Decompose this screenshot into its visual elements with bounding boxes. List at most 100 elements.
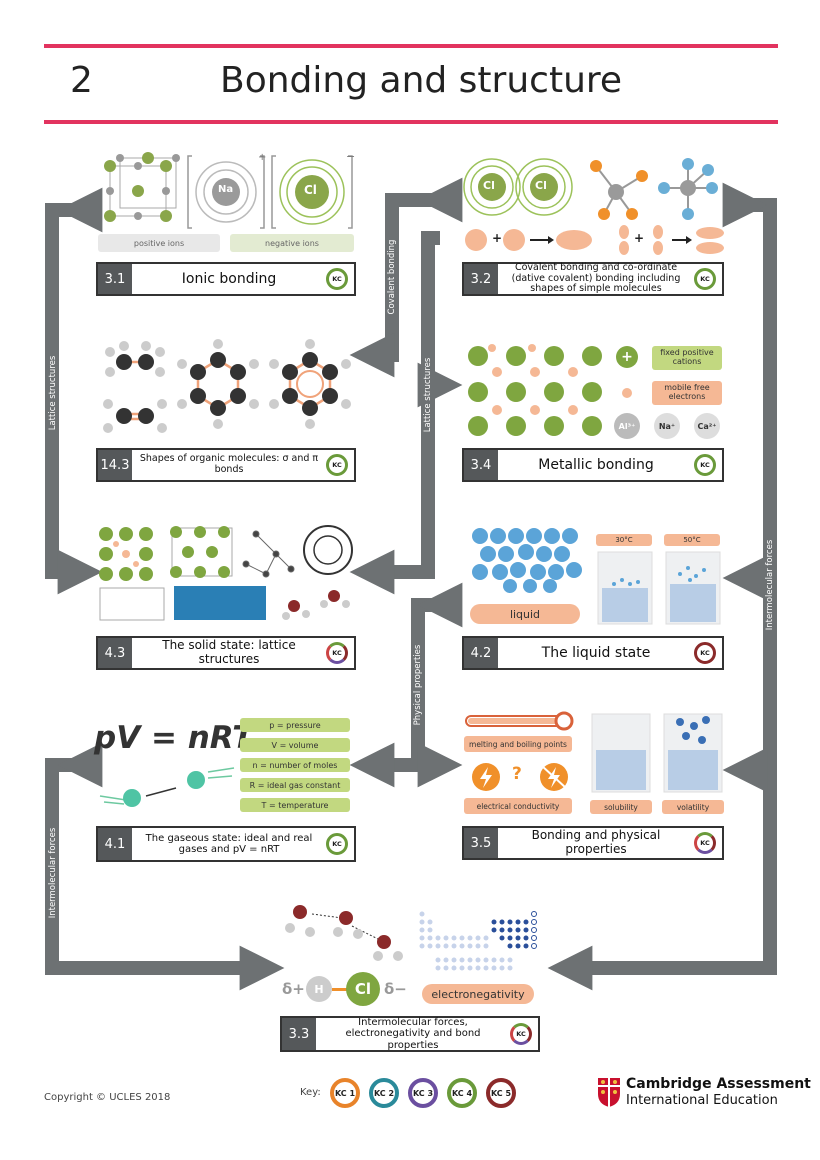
aluminium-ion: Al³⁺ (614, 413, 640, 439)
sodium-ion-charge: + (258, 152, 267, 163)
topic-4-3[interactable]: 4.3 The solid state: lattice structures … (96, 636, 356, 670)
chlorine-molecule-illustration (463, 158, 573, 216)
arrow-intermolecular-left (45, 742, 285, 991)
header-bottom-rule (44, 120, 778, 124)
topic-number: 4.2 (464, 638, 498, 668)
topic-title: Metallic bonding (538, 456, 654, 473)
volatility-beaker (663, 713, 723, 793)
chlorine-atom: Cl (346, 972, 380, 1006)
polar-bond-line (332, 988, 348, 991)
topic-number: 3.1 (98, 264, 132, 294)
sodium-ion-symbol: Na (218, 184, 234, 195)
topic-title: Bonding and physical properties (531, 828, 661, 856)
delta-plus: δ+ (282, 980, 305, 998)
calcium-ion: Ca²⁺ (694, 413, 720, 439)
topic-title: The gaseous state: ideal and real gases … (145, 832, 313, 856)
kc-badge: KC (326, 454, 348, 476)
key-kc5: KC 5 (486, 1078, 516, 1108)
delta-minus: δ− (384, 980, 407, 998)
legend-gas-constant: R = ideal gas constant (240, 778, 350, 792)
solubility-beaker (591, 713, 651, 793)
topic-4-1[interactable]: 4.1 The gaseous state: ideal and real ga… (96, 826, 356, 862)
ionic-lattice-illustration (104, 152, 180, 222)
kc-badge: KC (326, 833, 348, 855)
mobile-electron-key (622, 388, 632, 398)
water-hydrogen-bonding-illustration (285, 905, 403, 961)
topic-title: The solid state: lattice structures (162, 638, 296, 666)
connector-label-lattice-mid: Lattice structures (423, 357, 433, 433)
metallic-lattice-illustration (468, 344, 602, 436)
topic-3-1[interactable]: 3.1 Ionic bonding KC (96, 262, 356, 296)
copyright: Copyright © UCLES 2018 (44, 1092, 171, 1103)
kc-badge: KC (694, 268, 716, 290)
topic-number: 3.4 (464, 450, 498, 480)
fixed-cation-key: + (616, 346, 638, 368)
melting-boiling-label: melting and boiling points (464, 736, 572, 752)
conductivity-icons (472, 763, 568, 791)
topic-14-3[interactable]: 14.3 Shapes of organic molecules: σ and … (96, 448, 356, 482)
connector-label-intermolecular-left: Intermolecular forces (48, 827, 58, 919)
beaker-temp-50: 50°C (664, 534, 720, 546)
conductivity-question-mark: ? (512, 764, 522, 784)
topic-title: Covalent bonding and co-ordinate (dative… (511, 261, 681, 295)
header-top-rule (44, 44, 778, 48)
liquid-label: liquid (470, 604, 580, 624)
kc-badge: KC (694, 832, 716, 854)
connector-label-intermolecular-right: Intermolecular forces (765, 539, 775, 631)
fixed-cations-label: fixed positive cations (652, 346, 722, 370)
liquid-particles-illustration (472, 528, 582, 593)
legend-moles: n = number of moles (240, 758, 350, 772)
topic-number: 3.5 (464, 828, 498, 858)
kc-badge: KC (694, 454, 716, 476)
connector-label-covalent: Covalent bonding (387, 239, 397, 315)
topic-3-2[interactable]: 3.2 Covalent bonding and co-ordinate (da… (462, 262, 724, 296)
chloride-ion-symbol: Cl (304, 183, 317, 197)
electronegativity-label: electronegativity (422, 984, 534, 1004)
conductivity-label: electrical conductivity (464, 798, 572, 814)
legend-volume: V = volume (240, 738, 350, 752)
orbital-plus-1: + (492, 231, 503, 245)
key-kc4: KC 4 (447, 1078, 477, 1108)
chlorine-atom-1: Cl (483, 179, 495, 192)
solubility-label: solubility (590, 800, 652, 814)
legend-pressure: p = pressure (240, 718, 350, 732)
organic-molecules-illustration (103, 339, 351, 433)
ideal-gas-equation: pV = nRT (94, 720, 254, 756)
beakers-illustration (597, 551, 721, 625)
topic-3-3[interactable]: 3.3 Intermolecular forces, electronegati… (280, 1016, 540, 1052)
arrow-physical (349, 582, 463, 788)
connector-label-physical: Physical properties (413, 644, 423, 726)
kc-badge: KC (510, 1023, 532, 1045)
positive-ions-label: positive ions (98, 234, 220, 252)
topic-number: 3.2 (464, 264, 498, 294)
mobile-electrons-label: mobile free electrons (652, 381, 722, 405)
legend-temperature: T = temperature (240, 798, 350, 812)
topic-title: Ionic bonding (181, 270, 277, 287)
chapter-number: 2 (70, 60, 93, 101)
topic-title: The liquid state (541, 644, 651, 661)
topic-3-4[interactable]: 3.4 Metallic bonding KC (462, 448, 724, 482)
kc-badge: KC (326, 268, 348, 290)
key-kc1: KC 1 (330, 1078, 360, 1108)
chloride-ion-charge: − (346, 150, 356, 163)
beaker-temp-30: 30°C (596, 534, 652, 546)
brand-line-2: International Education (626, 1093, 778, 1108)
negative-ions-label: negative ions (230, 234, 354, 252)
topic-number: 4.3 (98, 638, 132, 668)
key-kc3: KC 3 (408, 1078, 438, 1108)
electronegativity-periodic-table (419, 911, 537, 971)
kc-badge: KC (326, 642, 348, 664)
topic-3-5[interactable]: 3.5 Bonding and physical properties KC (462, 826, 724, 860)
cambridge-shield-logo (598, 1078, 620, 1107)
volatility-label: volatility (662, 800, 724, 814)
brand-line-1: Cambridge Assessment (626, 1076, 811, 1092)
chloride-ion-illustration (271, 155, 353, 229)
orbital-plus-2: + (634, 231, 645, 245)
arrow-intermolecular-right (547, 182, 777, 991)
orbital-overlap-illustration (465, 225, 724, 255)
key-label: Key: (300, 1087, 321, 1098)
arrow-covalent (349, 177, 463, 378)
key-kc2: KC 2 (369, 1078, 399, 1108)
topic-4-2[interactable]: 4.2 The liquid state KC (462, 636, 724, 670)
